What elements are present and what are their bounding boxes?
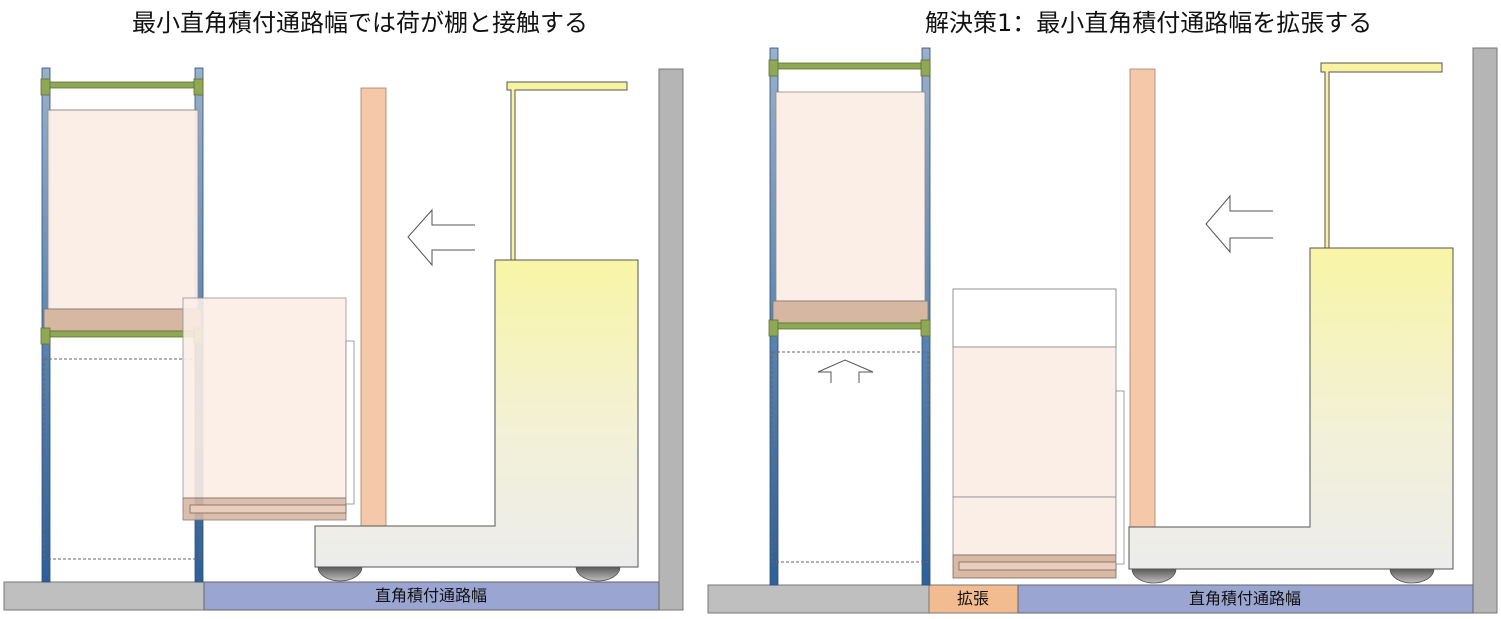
rack-beam-clip: [193, 78, 204, 96]
rack-beam-middle: [773, 322, 927, 330]
left-panel-title: 最小直角積付通路幅では荷が棚と接触する: [132, 9, 588, 37]
wall: [1472, 47, 1498, 614]
floor: [3, 581, 205, 611]
wheel-rear: [1389, 568, 1435, 584]
forklift-body: [314, 259, 639, 568]
extension-label: 拡張: [957, 589, 989, 608]
rack-beam-middle: [45, 330, 200, 338]
arrow-left-icon: [1205, 194, 1273, 254]
rack-beam-clip: [920, 59, 931, 77]
aisle-width-label: 直角積付通路幅: [1189, 589, 1301, 608]
stored-pallet-upper: [43, 308, 202, 332]
incoming-load: [952, 346, 1117, 498]
rack-beam-clip: [40, 78, 51, 96]
rack-beam-clip: [920, 319, 931, 337]
floor: [707, 584, 930, 614]
rack-beam-top: [45, 81, 200, 89]
rack-beam-clip: [768, 59, 779, 77]
aisle-width-bar: [203, 581, 660, 611]
empty-slot-outline: [771, 351, 929, 563]
aisle-width-label: 直角積付通路幅: [375, 586, 487, 605]
overhead-guard: [506, 81, 628, 261]
left-panel: 直角積付通路幅: [3, 67, 684, 611]
rack-beam-top: [773, 62, 927, 70]
load-backrest: [345, 340, 355, 505]
incoming-load: [182, 297, 347, 499]
wheel-front: [317, 566, 363, 582]
stored-load-upper: [47, 109, 199, 310]
overhead-guard: [1320, 62, 1443, 249]
load-backrest: [1115, 390, 1125, 565]
rack-beam-clip: [40, 327, 51, 345]
right-panel-title: 解決策1：最小直角積付通路幅を拡張する: [925, 9, 1373, 37]
wheel-rear: [575, 566, 621, 582]
aisle-width-bar: [1017, 584, 1474, 614]
arrow-up-icon: [817, 359, 874, 383]
incoming-load-lower: [952, 496, 1117, 556]
arrow-left-icon: [407, 208, 475, 267]
rack-beam-clip: [768, 319, 779, 337]
fork-tine: [189, 504, 347, 514]
stored-load-upper: [775, 91, 926, 302]
right-panel: 拡張 直角積付通路幅: [707, 47, 1498, 614]
forklift-mast: [1129, 68, 1156, 528]
fork-tine: [958, 561, 1117, 571]
load-clearance-outline: [952, 288, 1117, 348]
stored-pallet-upper: [772, 300, 929, 324]
forklift-body: [1128, 247, 1454, 570]
empty-slot-outline: [43, 358, 201, 560]
forklift-mast: [360, 87, 387, 527]
wall: [658, 68, 684, 611]
wheel-front: [1131, 568, 1177, 584]
